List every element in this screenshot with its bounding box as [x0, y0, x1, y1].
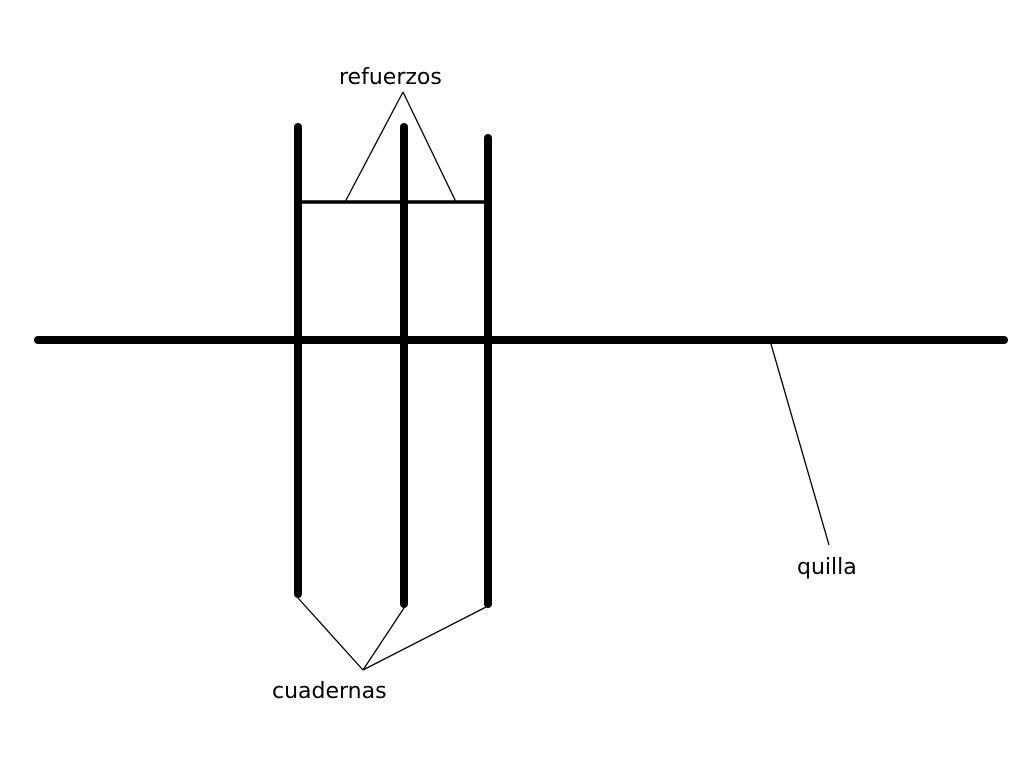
refuerzos-label: refuerzos	[339, 65, 442, 90]
cuadernas-leader-1	[297, 597, 364, 671]
cuadernas-leader-2	[362, 607, 405, 671]
refuerzos-leader-right	[402, 91, 457, 203]
refuerzos-leader-left	[344, 91, 404, 203]
quilla-label: quilla	[797, 555, 857, 580]
cuadernas-label: cuadernas	[272, 679, 387, 704]
cuadernas-leader-3	[362, 605, 489, 671]
quilla-leader	[770, 343, 830, 546]
